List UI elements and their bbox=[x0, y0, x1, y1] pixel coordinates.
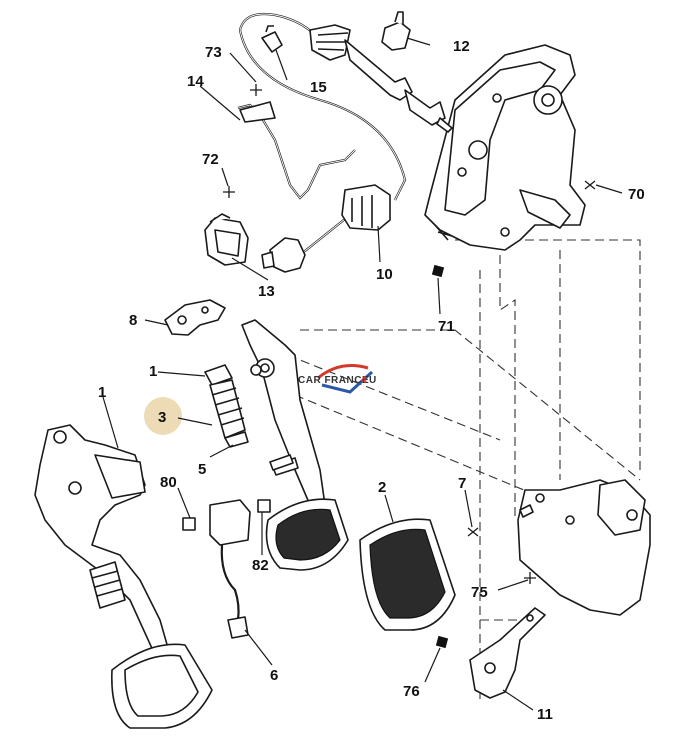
callout-80: 80 bbox=[160, 474, 177, 491]
callout-12: 12 bbox=[453, 38, 470, 55]
callout-2: 2 bbox=[378, 479, 386, 496]
callout-7: 7 bbox=[458, 475, 466, 492]
callout-3-highlight bbox=[144, 397, 182, 435]
callout-3: 3 bbox=[158, 409, 166, 426]
part-82-switch bbox=[182, 499, 271, 639]
callout-71: 71 bbox=[438, 318, 455, 335]
callout-75: 75 bbox=[471, 584, 488, 601]
brake-pedal bbox=[241, 319, 349, 571]
clutch-pedal bbox=[34, 424, 213, 729]
callout-13: 13 bbox=[258, 283, 275, 300]
callout-5: 5 bbox=[198, 461, 206, 478]
watermark-accent: 4 bbox=[361, 375, 367, 386]
watermark-tail: U bbox=[369, 375, 377, 386]
part-8-bracket bbox=[164, 299, 226, 336]
part-12-clip bbox=[381, 11, 411, 51]
watermark-text: CAR FRANCE bbox=[298, 375, 369, 386]
leader-lines bbox=[102, 37, 623, 711]
clutch-cable bbox=[238, 12, 453, 273]
callout-labels: 73 15 12 14 72 13 10 71 70 8 1 3 5 1 80 … bbox=[98, 38, 645, 723]
small-pins bbox=[250, 364, 534, 518]
watermark-logo: CAR FRANCE 4 U bbox=[298, 364, 377, 394]
part-14-spring bbox=[237, 101, 356, 200]
callout-73: 73 bbox=[205, 44, 222, 61]
fastener-symbols bbox=[223, 84, 596, 649]
pedal-bracket bbox=[424, 44, 586, 251]
callout-15: 15 bbox=[310, 79, 327, 96]
assembly-guide-lines bbox=[274, 239, 641, 700]
part-11-lever bbox=[469, 607, 546, 699]
lower-bracket bbox=[517, 479, 651, 616]
callout-10: 10 bbox=[376, 266, 393, 283]
callout-76: 76 bbox=[403, 683, 420, 700]
callout-72: 72 bbox=[202, 151, 219, 168]
callout-82: 82 bbox=[252, 557, 269, 574]
callout-70: 70 bbox=[628, 186, 645, 203]
part-2-pedal-pad bbox=[359, 518, 456, 631]
callout-11: 11 bbox=[537, 706, 553, 723]
part-3-switch bbox=[204, 364, 249, 448]
callout-1-switch: 1 bbox=[149, 363, 157, 380]
callout-1: 1 bbox=[98, 384, 106, 401]
callout-14: 14 bbox=[187, 73, 204, 90]
callout-8: 8 bbox=[129, 312, 137, 329]
part-15-clip bbox=[261, 25, 283, 53]
callout-6: 6 bbox=[270, 667, 278, 684]
part-13-clip bbox=[204, 213, 249, 266]
